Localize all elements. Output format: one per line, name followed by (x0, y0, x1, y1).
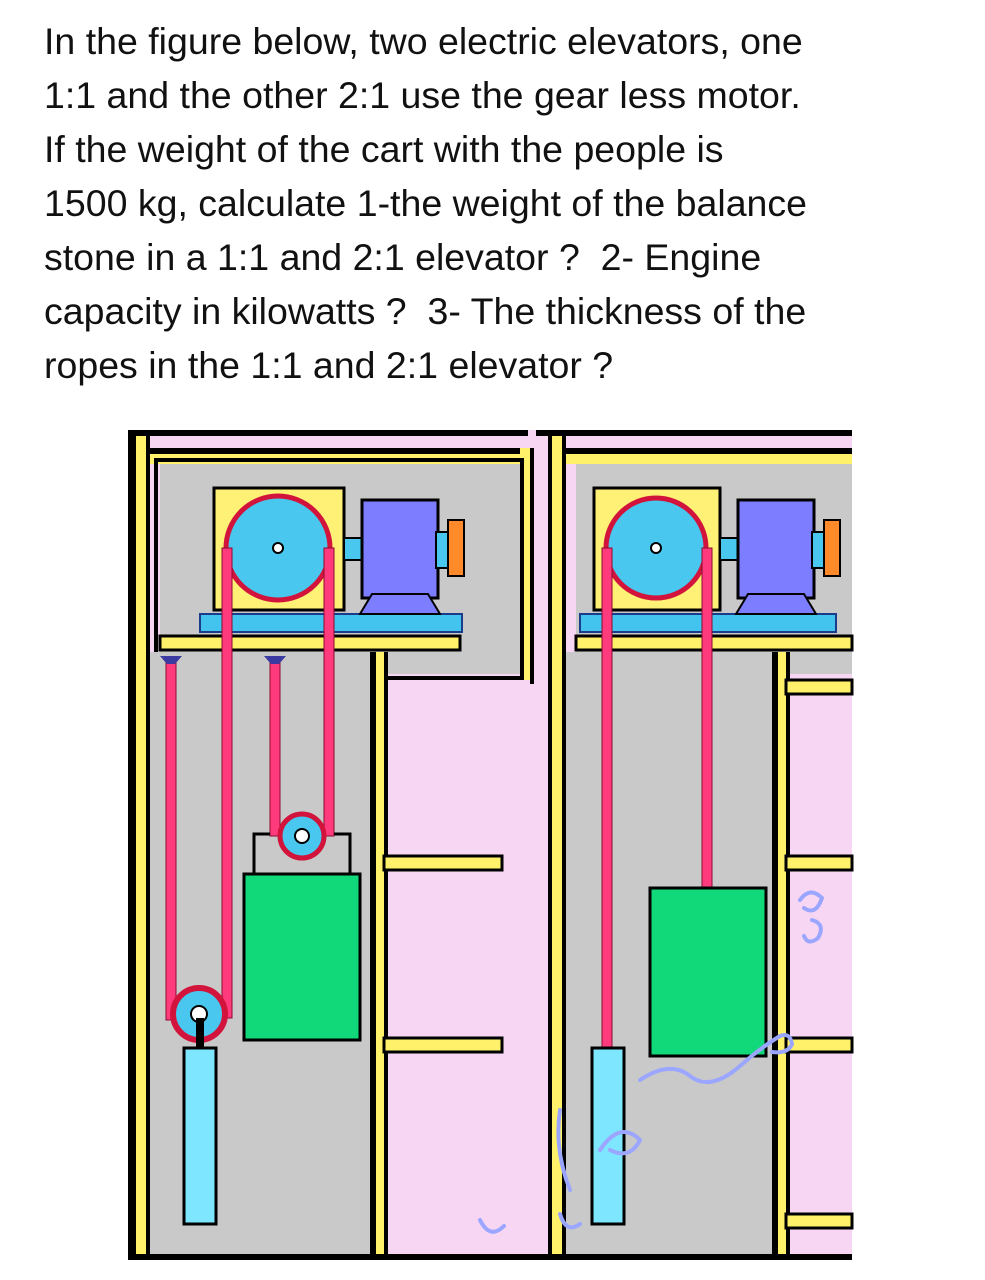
left-rope-hitches (160, 656, 286, 664)
left-hoistway-wall-yellow (376, 652, 384, 1260)
question-line: ropes in the 1:1 and 2:1 elevator ? (44, 344, 614, 386)
right-hoistway-wall-edge (786, 652, 790, 1260)
right-machine-beam (574, 634, 854, 652)
left-counterweight-link (196, 1018, 204, 1048)
left-elevator-shaft (128, 430, 534, 1260)
ground-line (128, 1254, 852, 1260)
question-text: In the figure below, two electric elevat… (44, 14, 954, 392)
question-line: stone in a 1:1 and 2:1 elevator ? 2- Eng… (44, 236, 762, 278)
right-motor-coupling (719, 537, 739, 561)
left-landing-ledges (382, 854, 504, 1054)
left-counterweight (182, 1046, 218, 1226)
question-line: In the figure below, two electric elevat… (44, 20, 803, 62)
left-motor-end (435, 531, 449, 569)
left-motor-coupling (343, 537, 363, 561)
right-hoistway-wall (772, 652, 778, 1260)
question-line: capacity in kilowatts ? 3- The thickness… (44, 290, 807, 332)
right-car (648, 886, 768, 1058)
left-motor-base (358, 593, 442, 615)
right-elevator-shaft (536, 430, 854, 1260)
left-machine-beam (158, 634, 462, 652)
question-line: 1500 kg, calculate 1-the weight of the b… (44, 182, 808, 224)
left-sheave-hub (272, 542, 284, 554)
question-line: If the weight of the cart with the peopl… (44, 128, 724, 170)
left-hoistway-wall-edge (384, 652, 388, 1260)
right-shaft-frame (536, 430, 852, 1260)
right-hoistway-wall-yellow (778, 652, 786, 1260)
right-motor (736, 498, 816, 600)
right-landing-ledges (784, 678, 854, 1230)
right-brake (823, 519, 841, 577)
left-motor (360, 498, 440, 600)
left-hoistway-wall (370, 652, 376, 1260)
right-motor-base (734, 593, 818, 615)
left-car (242, 872, 362, 1042)
right-counterweight (590, 1046, 626, 1226)
left-car-sheave-hub (294, 828, 310, 844)
handwritten-scribbles (478, 890, 825, 1234)
question-line: 1:1 and the other 2:1 use the gear less … (44, 74, 801, 116)
left-car-sheave-bracket (252, 832, 352, 874)
right-motor-end (811, 531, 825, 569)
right-sheave-hub (650, 542, 662, 554)
left-brake (447, 519, 465, 577)
